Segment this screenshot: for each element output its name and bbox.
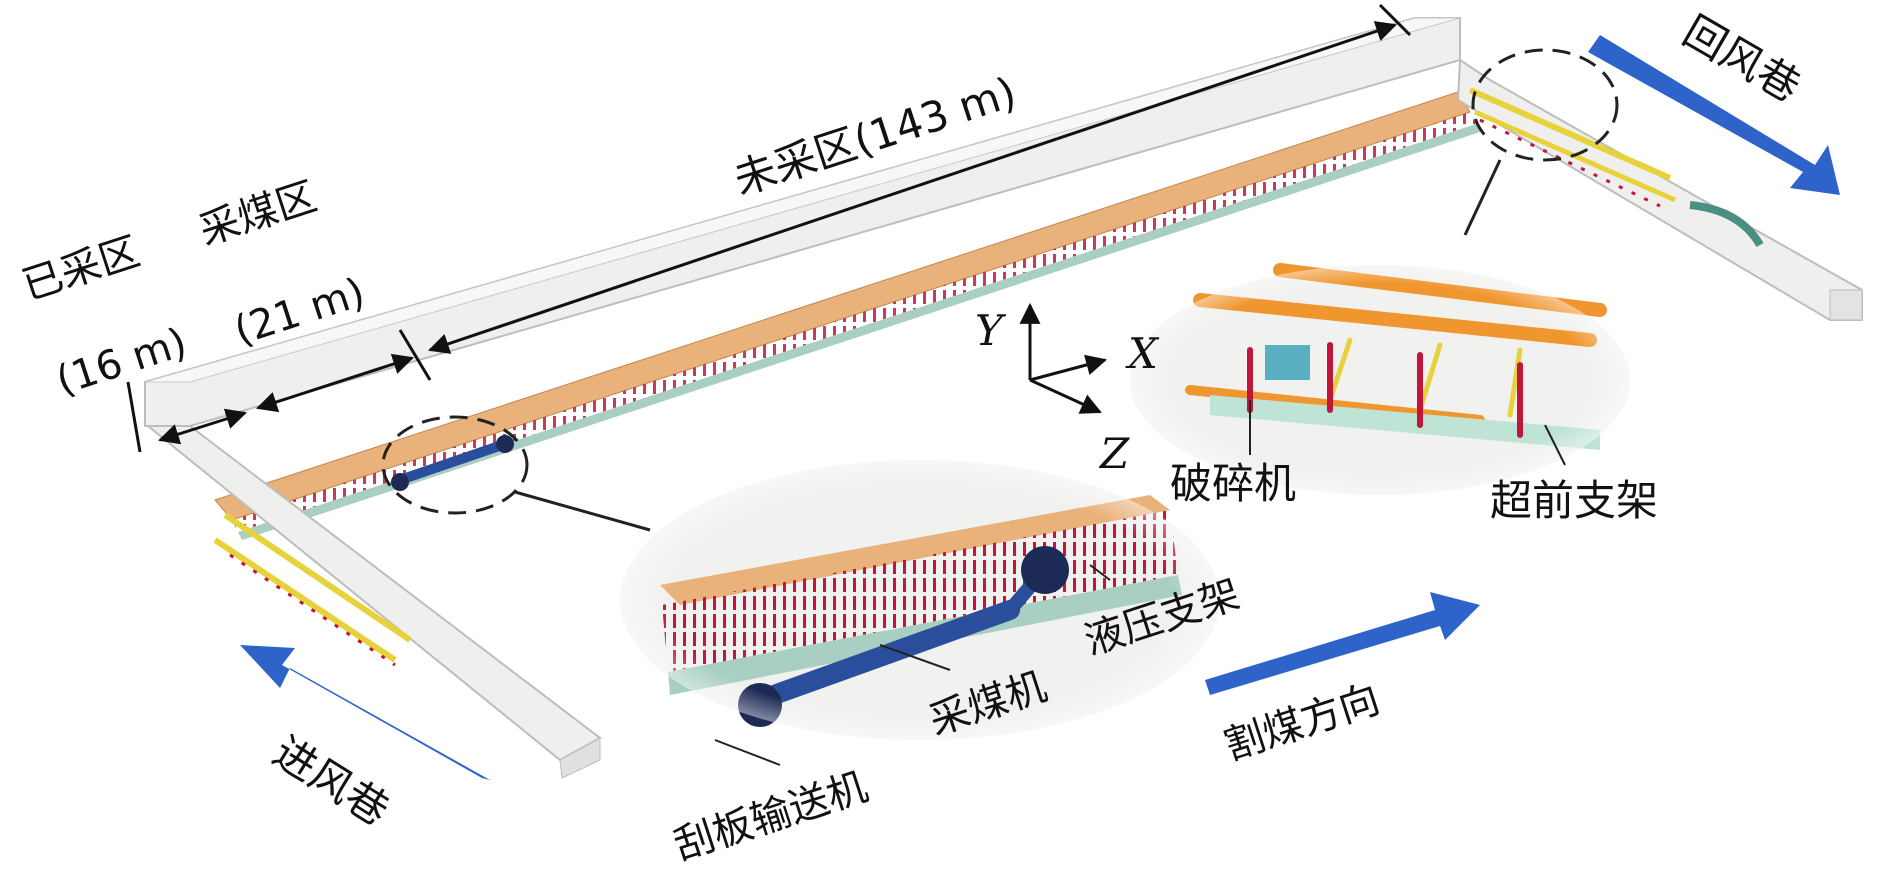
- zoom-view-crusher: [1130, 263, 1630, 495]
- coordinate-axes: [1019, 302, 1108, 414]
- axis-label-x: X: [1125, 329, 1160, 378]
- axis-label-z: Z: [1098, 429, 1130, 478]
- label-cutting-direction: 割煤方向: [1219, 676, 1385, 769]
- cutting-direction-arrow: [1205, 592, 1480, 695]
- leader-line-shearer: [514, 490, 651, 532]
- dimension-arrows: [126, 3, 1412, 453]
- axis-label-y: Y: [975, 306, 1007, 355]
- intake-airway-arrow: [240, 645, 490, 780]
- leader-line-crusher: [1463, 159, 1502, 236]
- zoom-view-shearer: [620, 460, 1220, 766]
- return-roadway: [1456, 58, 1863, 321]
- label-advance-support: 超前支架: [1490, 476, 1658, 525]
- highlight-ellipse-shearer: [381, 415, 529, 515]
- shearer-small: [391, 435, 514, 491]
- label-intake-airway: 进风巷: [265, 727, 398, 835]
- label-scraper-conveyor: 刮板输送机: [669, 764, 873, 870]
- return-airway-arrow: [1588, 35, 1840, 195]
- label-mined-area: 已采区: [17, 229, 145, 310]
- left-advance-supports: [213, 512, 412, 667]
- highlight-ellipse-crusher: [1471, 48, 1619, 162]
- label-mining-area: 采煤区: [194, 174, 322, 255]
- label-crusher: 破碎机: [1170, 459, 1296, 508]
